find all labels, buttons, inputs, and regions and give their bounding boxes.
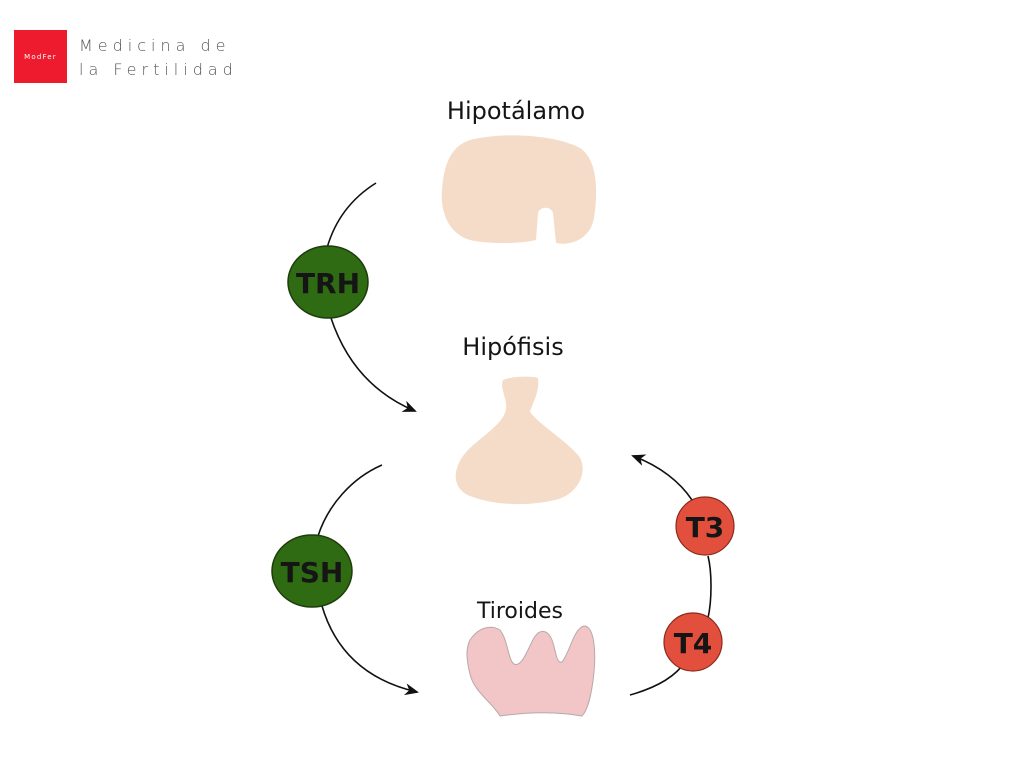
tsh-label: TSH	[281, 556, 344, 589]
t4-arrow-tail	[629, 661, 686, 696]
trh-badge: TRH	[287, 245, 369, 319]
t3-badge: T3	[675, 496, 735, 556]
trh-arrow-top	[326, 182, 377, 249]
thyroid-shape	[466, 625, 596, 717]
thyroid-label: Tiroides	[476, 599, 563, 624]
logo-badge: ModFer	[14, 30, 67, 83]
logo-wordmark: Medicina de la Fertilidad	[79, 34, 238, 82]
logo-line-2: la Fertilidad	[79, 60, 238, 79]
tsh-arrow-bottom	[321, 605, 419, 696]
t4-badge: T4	[663, 612, 723, 672]
hypothalamus-shape	[441, 135, 597, 244]
t4-label: T4	[674, 627, 713, 660]
pituitary-label: Hipófisis	[462, 333, 563, 361]
logo-line-1: Medicina de	[79, 36, 231, 55]
logo-badge-text: ModFer	[24, 52, 57, 61]
feedback-arrow	[631, 454, 693, 501]
tsh-badge: TSH	[271, 534, 353, 608]
t3-label: T3	[686, 511, 725, 544]
trh-arrow-bottom	[330, 317, 417, 412]
trh-label: TRH	[296, 267, 360, 300]
pituitary-shape	[455, 376, 583, 505]
hypothalamus-label: Hipotálamo	[447, 97, 585, 125]
tsh-arrow-top	[317, 464, 383, 537]
t4-t3-link	[707, 555, 712, 619]
